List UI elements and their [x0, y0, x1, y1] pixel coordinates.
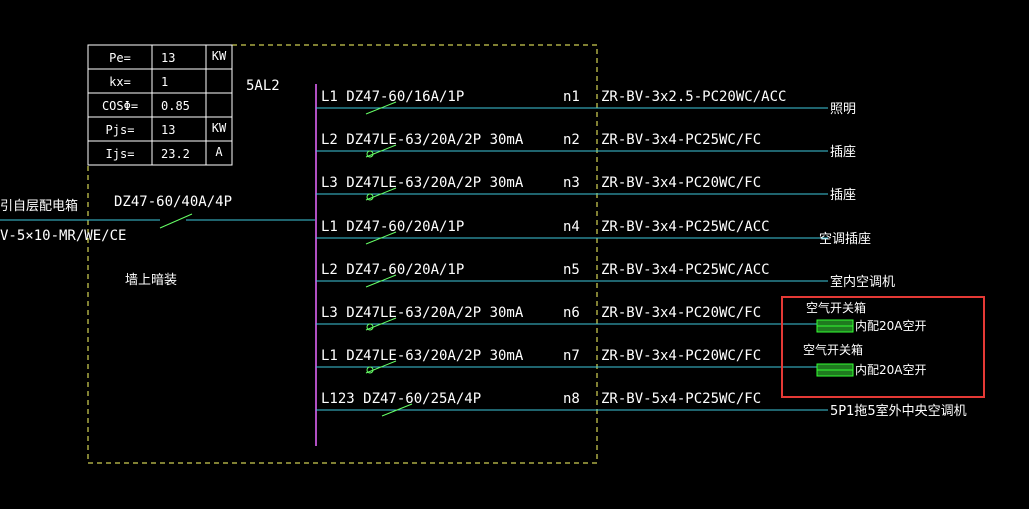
- circuit-load-label: 空调插座: [819, 232, 871, 247]
- breaker-symbol: [365, 144, 397, 158]
- circuit-id: n1: [563, 89, 580, 105]
- param-value: 23.2: [161, 147, 190, 161]
- param-value: 0.85: [161, 99, 190, 113]
- param-table-border: [87, 44, 233, 166]
- breaker-symbol: [365, 274, 397, 288]
- circuit-cable-label: ZR-BV-3x4-PC20WC/FC: [601, 348, 761, 364]
- rcd-symbol: [366, 366, 374, 374]
- circuit-row-n7: L1 DZ47LE-63/20A/2P 30mA n7 ZR-BV-3x4-PC20…: [316, 348, 828, 374]
- circuit-breaker-label: L1 DZ47-60/20A/1P: [321, 219, 464, 235]
- sub-box-1-content: 内配20A空开: [855, 319, 926, 333]
- circuit-breaker-label: L3 DZ47LE-63/20A/2P 30mA: [321, 305, 524, 321]
- param-value: 1: [161, 75, 168, 89]
- circuit-cable-label: ZR-BV-3x2.5-PC20WC/ACC: [601, 89, 786, 105]
- param-value: 13: [161, 123, 175, 137]
- circuit-id: n6: [563, 305, 580, 321]
- circuit-row-n5: L2 DZ47-60/20A/1P n5 ZR-BV-3x4-PC25WC/ACC 室…: [316, 262, 895, 290]
- incoming-source-label: 引自层配电箱: [0, 198, 78, 214]
- incoming-breaker-symbol: [159, 213, 193, 229]
- sub-box-2-content: 内配20A空开: [855, 363, 926, 377]
- circuit-id: n3: [563, 175, 580, 191]
- circuit-breaker-label: L123 DZ47-60/25A/4P: [321, 391, 481, 407]
- circuit-cable-label: ZR-BV-3x4-PC25WC/ACC: [601, 219, 770, 235]
- circuit-breaker-label: L1 DZ47LE-63/20A/2P 30mA: [321, 348, 524, 364]
- circuit-breaker-label: L3 DZ47LE-63/20A/2P 30mA: [321, 175, 524, 191]
- circuit-row-n4: L1 DZ47-60/20A/1P n4 ZR-BV-3x4-PC25WC/ACC 空…: [316, 219, 871, 247]
- circuit-row-n1: L1 DZ47-60/16A/1P n1 ZR-BV-3x2.5-PC20WC/AC…: [316, 89, 856, 117]
- circuit-id: n2: [563, 132, 580, 148]
- circuit-id: n7: [563, 348, 580, 364]
- circuit-load-label: 室内空调机: [830, 274, 895, 290]
- circuit-id: n8: [563, 391, 580, 407]
- param-label: Pe=: [109, 51, 131, 65]
- circuit-cable-label: ZR-BV-3x4-PC25WC/FC: [601, 132, 761, 148]
- circuit-load-label: 插座: [830, 188, 856, 203]
- param-unit: A: [215, 145, 223, 159]
- circuit-row-n8: L123 DZ47-60/25A/4P n8 ZR-BV-5x4-PC25WC/FC…: [316, 391, 967, 419]
- breaker-symbol: [365, 187, 397, 201]
- breaker-symbol: [365, 317, 397, 331]
- panel-name: 5AL2: [246, 78, 280, 94]
- circuit-load-label: 5P1拖5室外中央空调机: [830, 403, 967, 419]
- circuit-cable-label: ZR-BV-3x4-PC20WC/FC: [601, 305, 761, 321]
- cabinet-boundary: [87, 44, 598, 464]
- breaker-symbol: [365, 231, 397, 245]
- circuit-row-n2: L2 DZ47LE-63/20A/2P 30mA n2 ZR-BV-3x4-PC25…: [316, 132, 856, 160]
- rcd-symbol: [366, 150, 374, 158]
- install-note: 墙上暗装: [125, 273, 177, 288]
- breaker-symbol: [381, 403, 413, 417]
- circuit-cable-label: ZR-BV-3x4-PC20WC/FC: [601, 175, 761, 191]
- circuit-breaker-label: L2 DZ47-60/20A/1P: [321, 262, 464, 278]
- circuit-cable-label: ZR-BV-3x4-PC25WC/ACC: [601, 262, 770, 278]
- circuit-row-n3: L3 DZ47LE-63/20A/2P 30mA n3 ZR-BV-3x4-PC20…: [316, 175, 856, 203]
- circuit-breaker-label: L2 DZ47LE-63/20A/2P 30mA: [321, 132, 524, 148]
- breaker-symbol: [365, 101, 397, 115]
- circuit-load-label: 插座: [830, 145, 856, 160]
- circuit-row-n6: L3 DZ47LE-63/20A/2P 30mA n6 ZR-BV-3x4-PC20…: [316, 305, 828, 331]
- param-unit: KW: [212, 121, 227, 135]
- param-label: COSΦ=: [102, 99, 138, 113]
- breaker-symbol: [365, 360, 397, 374]
- param-unit: KW: [212, 49, 227, 63]
- circuit-breaker-label: L1 DZ47-60/16A/1P: [321, 89, 464, 105]
- incoming-breaker-label: DZ47-60/40A/4P: [114, 194, 232, 210]
- rcd-symbol: [366, 193, 374, 201]
- circuit-group: L1 DZ47-60/16A/1P n1 ZR-BV-3x2.5-PC20WC/AC…: [316, 89, 967, 419]
- sub-box-1-title: 空气开关箱: [806, 300, 866, 315]
- param-label: kx=: [109, 75, 131, 89]
- param-label: Pjs=: [106, 123, 135, 137]
- rcd-symbol: [366, 323, 374, 331]
- param-label: Ijs=: [106, 147, 135, 161]
- circuit-cable-label: ZR-BV-5x4-PC25WC/FC: [601, 391, 761, 407]
- circuit-id: n4: [563, 219, 580, 235]
- circuit-id: n5: [563, 262, 580, 278]
- sub-box-2-title: 空气开关箱: [803, 342, 863, 357]
- param-value: 13: [161, 51, 175, 65]
- circuit-load-label: 照明: [830, 102, 856, 117]
- highlight-box: [781, 296, 985, 398]
- incoming-cable-label: V-5×10-MR/WE/CE: [0, 228, 126, 244]
